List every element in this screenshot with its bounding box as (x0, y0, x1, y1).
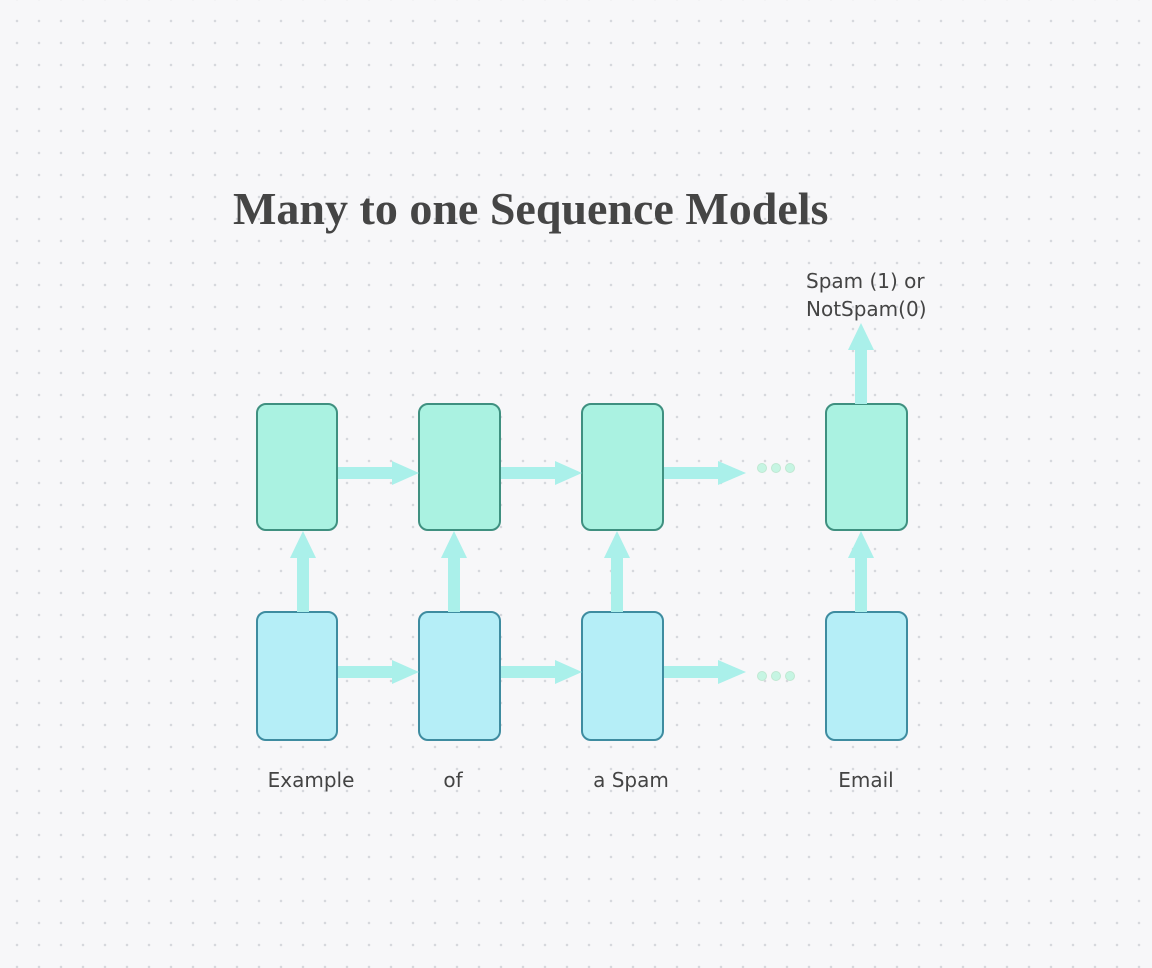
ellipsis-hidden (757, 463, 795, 473)
input-box-2 (418, 611, 501, 741)
output-label-line-2: NotSpam(0) (806, 297, 927, 321)
arrow-up-1 (290, 531, 316, 612)
input-word-4: Email (838, 768, 894, 792)
arrow-hidden-2-3 (501, 461, 582, 485)
arrow-hidden-3-ellipsis (664, 461, 746, 485)
hidden-state-box-4 (825, 403, 908, 531)
input-box-1 (256, 611, 338, 741)
arrow-up-4 (848, 531, 874, 612)
input-box-4 (825, 611, 908, 741)
hidden-state-box-1 (256, 403, 338, 531)
arrow-input-3-ellipsis (664, 660, 746, 684)
arrow-output (848, 323, 874, 404)
hidden-state-box-2 (418, 403, 501, 531)
output-label-line-1: Spam (1) or (806, 269, 925, 293)
arrow-up-3 (604, 531, 630, 612)
arrow-hidden-1-2 (338, 461, 419, 485)
input-word-3: a Spam (593, 768, 669, 792)
input-word-2: of (443, 768, 463, 792)
diagram-title: Many to one Sequence Models (233, 183, 829, 234)
arrow-input-2-3 (501, 660, 582, 684)
arrow-input-1-2 (338, 660, 419, 684)
input-box-3 (581, 611, 664, 741)
input-word-1: Example (267, 768, 355, 792)
output-label: Spam (1) or NotSpam(0) (806, 267, 927, 323)
hidden-state-box-3 (581, 403, 664, 531)
ellipsis-input (757, 671, 795, 681)
arrow-up-2 (441, 531, 467, 612)
